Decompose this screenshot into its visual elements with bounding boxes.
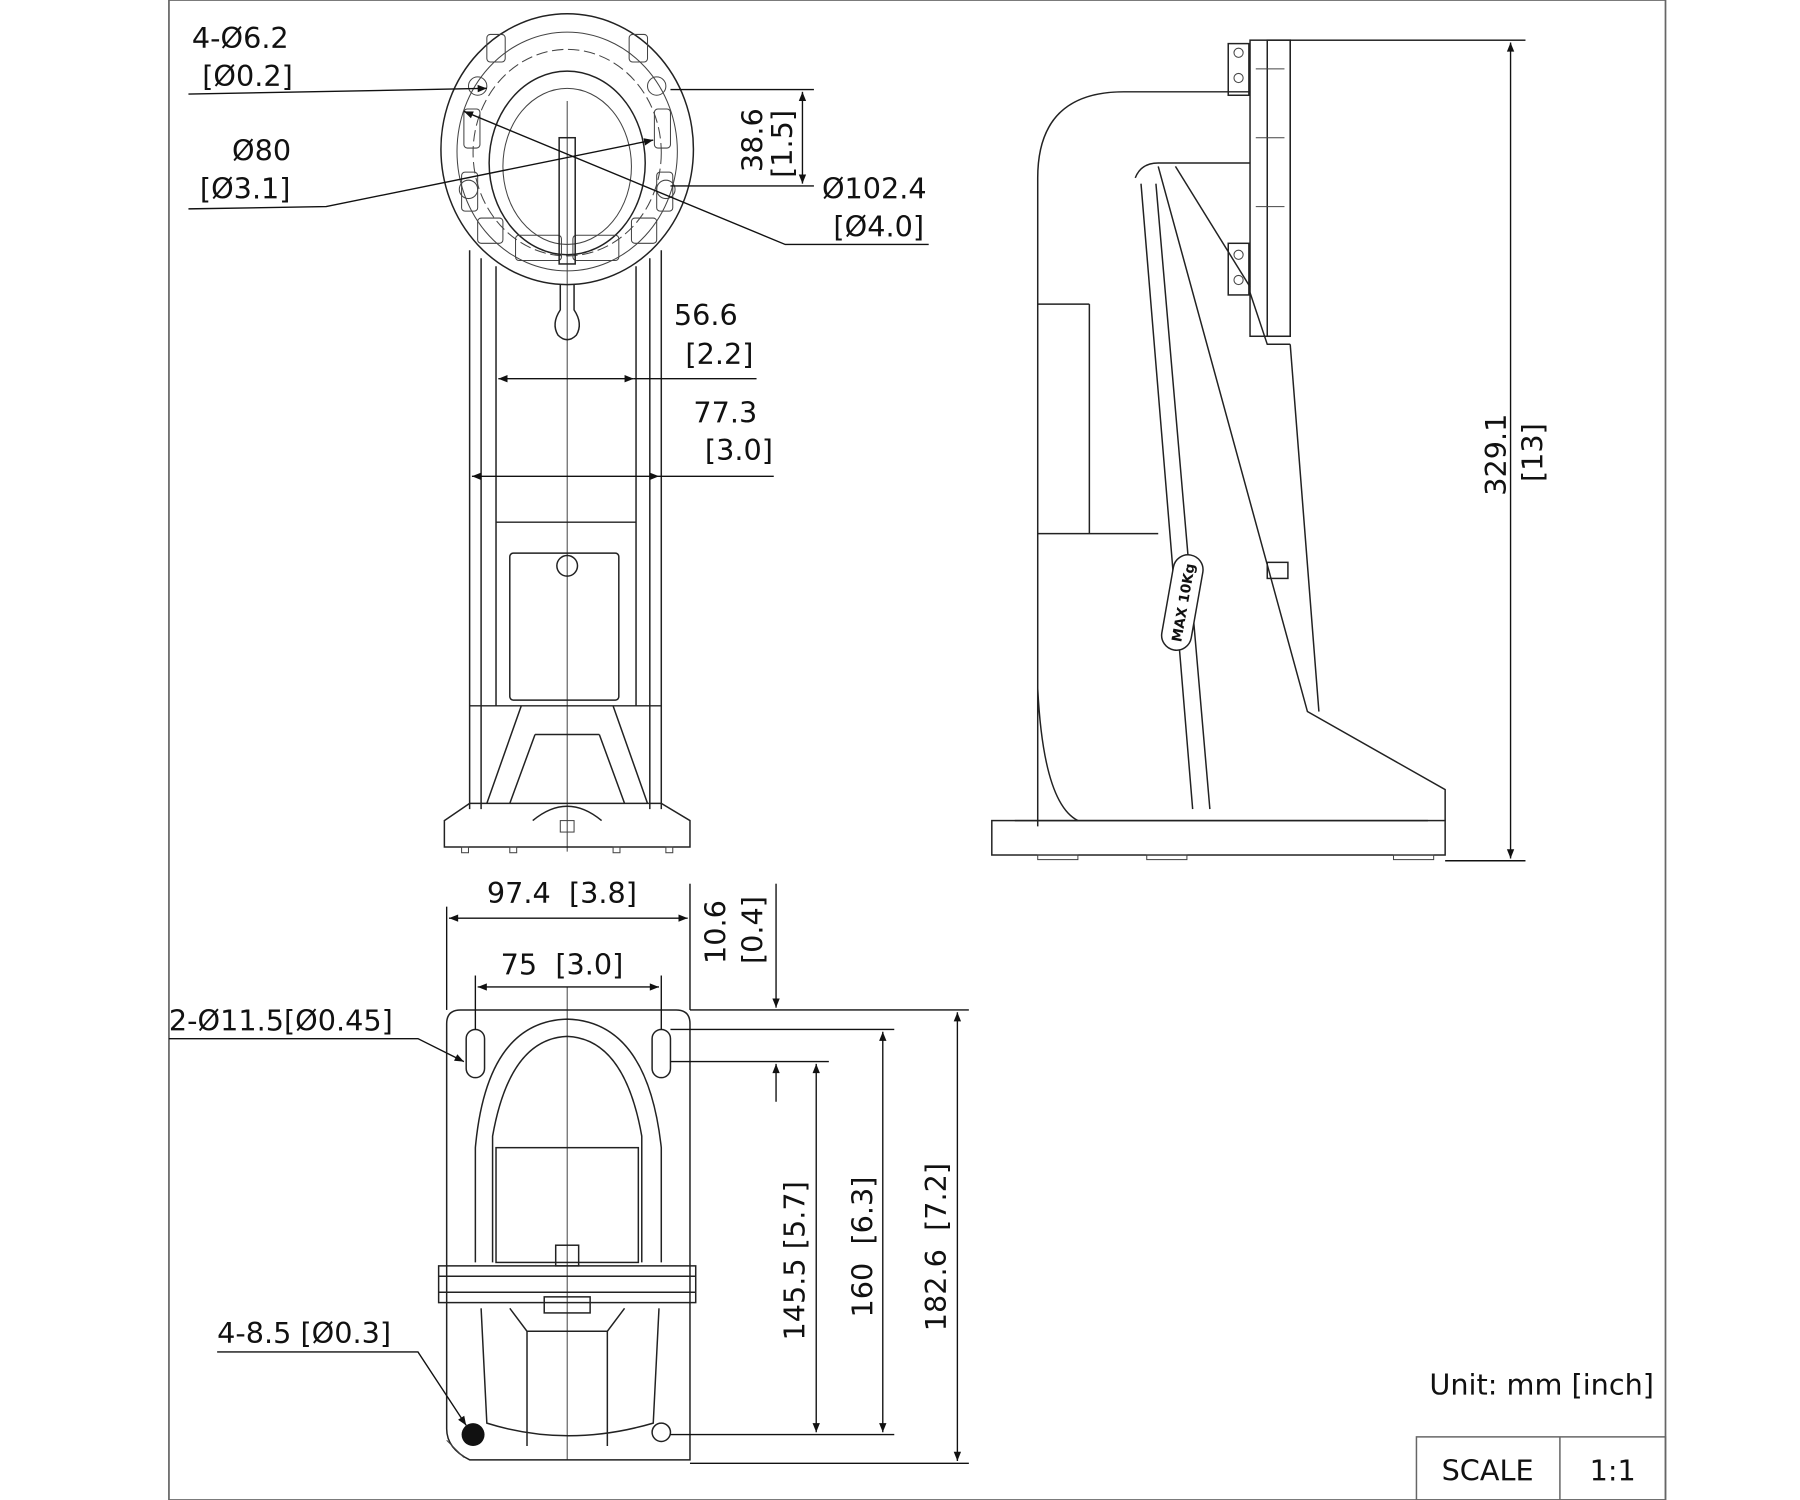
outer-diameter-mm: Ø102.4 xyxy=(822,172,927,206)
span-1-label: 145.5 [5.7] xyxy=(778,1181,812,1340)
hole-pitch-label: 75 [3.0] xyxy=(501,947,624,981)
inner-width-mm: 56.6 xyxy=(674,298,738,332)
hole-callout-inch: [Ø0.2] xyxy=(202,59,293,93)
outer-width-mm: 77.3 xyxy=(693,395,757,429)
slot-callout: 2-Ø11.5[Ø0.45] xyxy=(169,1004,393,1038)
inner-diameter-mm: Ø80 xyxy=(232,134,291,168)
corner-hole-callout: 4-8.5 [Ø0.3] xyxy=(217,1316,391,1350)
hole-spacing-inch: [1.5] xyxy=(765,110,799,178)
unit-note: Unit: mm [inch] xyxy=(1429,1367,1654,1401)
plate-width-label: 97.4 [3.8] xyxy=(487,876,637,910)
plate-length-label: 182.6 [7.2] xyxy=(919,1163,953,1331)
outer-diameter-inch: [Ø4.0] xyxy=(833,209,924,243)
inner-width-inch: [2.2] xyxy=(685,337,753,371)
outer-width-inch: [3.0] xyxy=(705,433,773,467)
front-view-dimensions xyxy=(188,84,929,480)
scale-label: SCALE xyxy=(1442,1453,1534,1487)
inner-diameter-inch: [Ø3.1] xyxy=(200,172,291,206)
side-view-dimensions xyxy=(1290,39,1526,862)
height-inch: [13] xyxy=(1516,423,1550,482)
top-offset-inch: [0.4] xyxy=(735,896,769,964)
bottom-view xyxy=(437,986,697,1461)
side-view: MAX 10Kg xyxy=(991,39,1446,861)
scale-value: 1:1 xyxy=(1590,1453,1636,1487)
front-view xyxy=(440,13,695,854)
drawing-frame xyxy=(168,0,1667,1500)
span-2-label: 160 [6.3] xyxy=(845,1177,879,1318)
bottom-view-dimensions xyxy=(168,883,969,1464)
hole-callout-mm: 4-Ø6.2 xyxy=(192,21,289,55)
top-offset-mm: 10.6 xyxy=(699,900,733,964)
hole-spacing-mm: 38.6 xyxy=(735,108,769,172)
height-mm: 329.1 xyxy=(1479,414,1513,496)
scale-block: SCALE 1:1 xyxy=(1415,1436,1667,1500)
